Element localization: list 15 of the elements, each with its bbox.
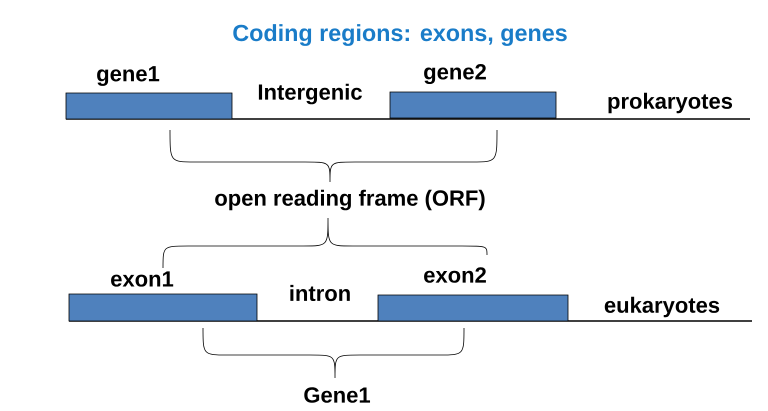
node-label: gene1 [97, 66, 160, 86]
label: Intergenic [258, 84, 362, 104]
node-label: gene2 [424, 64, 486, 84]
label: eukaryotes [604, 296, 720, 318]
node-label: exon1 [111, 271, 174, 287]
gene-box: exon1 [68, 271, 258, 322]
label: intron [290, 284, 350, 302]
title: Coding regions: exons, genes [233, 24, 567, 46]
gene-box: exon2 [378, 267, 568, 322]
node-label: exon2 [424, 267, 486, 283]
gene-box: gene2 [390, 64, 556, 118]
label: open reading frame (ORF) [215, 190, 485, 210]
label: Gene1 [304, 387, 370, 403]
label: prokaryotes [608, 92, 732, 114]
gene-box: gene1 [66, 66, 232, 120]
